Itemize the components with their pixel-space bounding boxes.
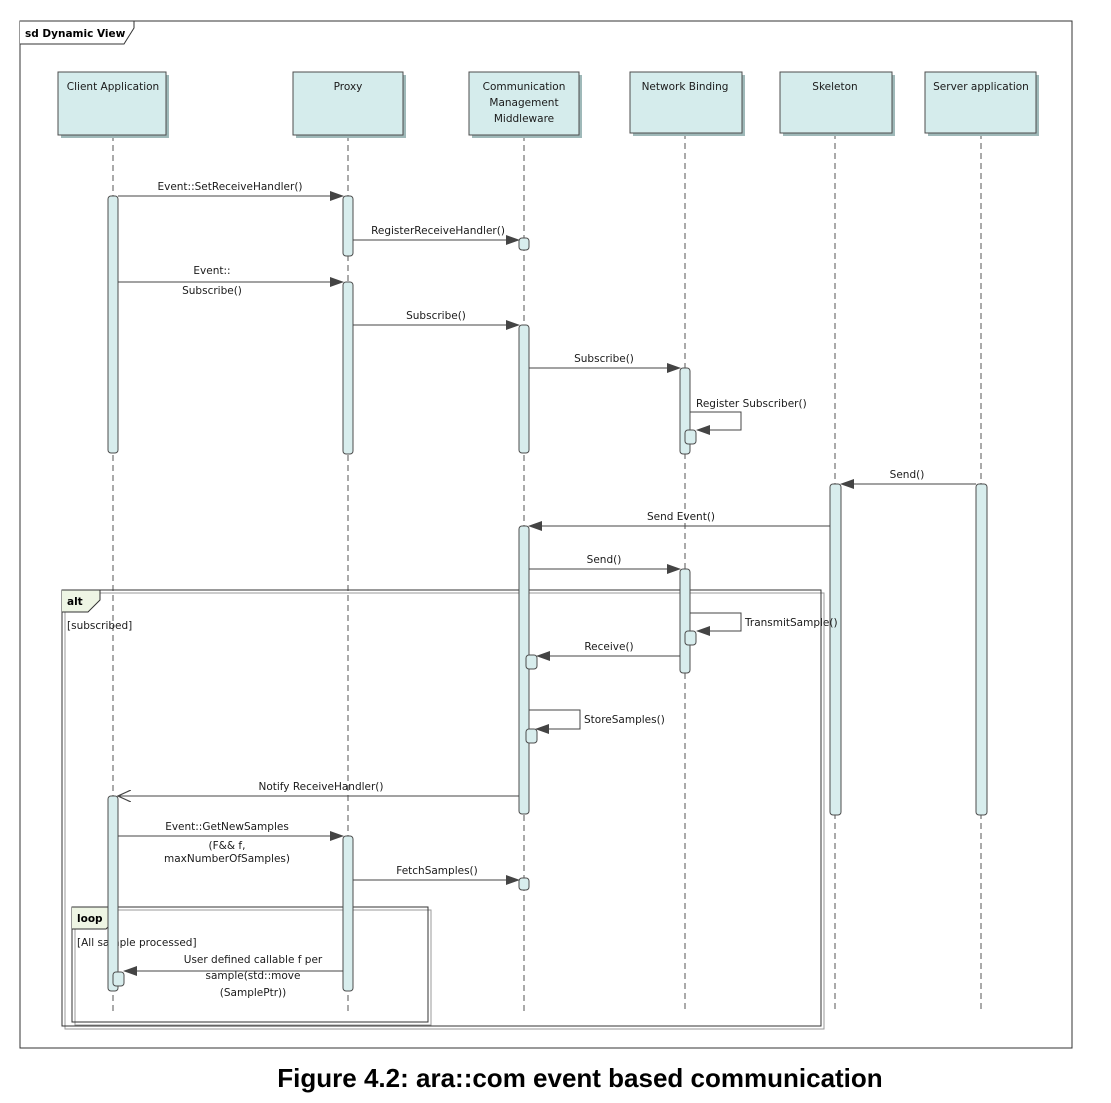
activation-bar bbox=[342, 195, 354, 257]
fragment-loop-shadow bbox=[74, 909, 432, 1026]
message-label: TransmitSample() bbox=[744, 617, 838, 629]
message-label: sample(std::move bbox=[206, 970, 301, 982]
diagram-frame-label: sd Dynamic View bbox=[25, 28, 126, 40]
lifeline-client-box bbox=[57, 71, 167, 136]
message-label: Notify ReceiveHandler() bbox=[258, 781, 383, 793]
activation-bar bbox=[684, 429, 697, 445]
fragment-alt-guard: [subscribed] bbox=[67, 620, 132, 632]
lifeline-server-box bbox=[924, 71, 1037, 134]
lifelines-layer: Client Application Proxy CommunicationMana… bbox=[57, 71, 1039, 1012]
fragments-layer: alt [subscribed] loop [All sample processed… bbox=[61, 589, 825, 1030]
lifeline-proxy-box bbox=[292, 71, 404, 136]
lifeline-skeleton-box bbox=[779, 71, 893, 134]
diagram-frame bbox=[19, 20, 1073, 1049]
fragment-loop-frame bbox=[71, 906, 429, 1023]
fragment-loop-keyword: loop bbox=[77, 913, 103, 925]
message-label: Subscribe() bbox=[574, 353, 634, 365]
message-label: FetchSamples() bbox=[396, 865, 478, 877]
fragment-loop-guard: [All sample processed] bbox=[77, 937, 197, 949]
lifeline-cm-label: Communication bbox=[483, 81, 566, 93]
message-label: (F&& f, bbox=[209, 840, 246, 852]
activation-bar bbox=[518, 525, 530, 815]
activation-bar bbox=[518, 324, 530, 454]
message-label: User defined callable f per bbox=[184, 954, 323, 966]
message-label: Receive() bbox=[584, 641, 633, 653]
activation-bar bbox=[975, 483, 988, 816]
activation-bar bbox=[679, 568, 691, 674]
fragment-alt-keyword: alt bbox=[67, 596, 83, 608]
diagram-frame-tab bbox=[20, 20, 135, 45]
message-label: (SamplePtr)) bbox=[220, 987, 286, 999]
fragment-alt-shadow bbox=[64, 592, 825, 1030]
activation-bar bbox=[518, 237, 530, 251]
lifeline-cm-label: Middleware bbox=[494, 113, 554, 125]
lifeline-proxy-label: Proxy bbox=[334, 81, 363, 93]
self-message-arrow bbox=[690, 612, 742, 636]
lifeline-skeleton-label: Skeleton bbox=[812, 81, 857, 93]
message-label: Register Subscriber() bbox=[696, 398, 807, 410]
message-label: Send() bbox=[890, 469, 925, 481]
activation-bar bbox=[107, 195, 119, 454]
activation-bar bbox=[525, 728, 538, 744]
message-label: Subscribe() bbox=[406, 310, 466, 322]
fragment-alt-tab bbox=[62, 589, 101, 613]
message-label: Event::GetNewSamples bbox=[165, 821, 289, 833]
lifeline-nb-label: Network Binding bbox=[642, 81, 729, 93]
lifeline-client-label: Client Application bbox=[67, 81, 159, 93]
activation-bar bbox=[684, 630, 697, 646]
message-label: Event::SetReceiveHandler() bbox=[157, 181, 302, 193]
lifeline-cm-label: Management bbox=[489, 97, 558, 109]
figure-caption: Figure 4.2: ara::com event based communi… bbox=[277, 1063, 882, 1093]
lifeline-nb-box bbox=[629, 71, 743, 134]
message-label: Send Event() bbox=[647, 511, 715, 523]
activation-bar bbox=[829, 483, 842, 816]
activation-bar bbox=[342, 281, 354, 455]
activation-bar bbox=[342, 835, 354, 992]
message-label: RegisterReceiveHandler() bbox=[371, 225, 505, 237]
message-label: Subscribe() bbox=[182, 285, 242, 297]
messages-layer: Event::SetReceiveHandler()RegisterReceiv… bbox=[118, 181, 976, 999]
self-message-arrow bbox=[690, 411, 742, 435]
activation-bar bbox=[525, 654, 538, 670]
activation-bar bbox=[518, 877, 530, 891]
message-label: Send() bbox=[587, 554, 622, 566]
self-message-arrow bbox=[529, 709, 581, 734]
lifeline-cm-box bbox=[468, 71, 580, 136]
activation-bar bbox=[112, 971, 125, 987]
lifeline-server-label: Server application bbox=[933, 81, 1029, 93]
activations-layer bbox=[107, 195, 988, 992]
message-label: Event:: bbox=[193, 265, 230, 277]
fragment-alt-frame bbox=[61, 589, 822, 1027]
activation-bar bbox=[107, 795, 119, 992]
message-label: maxNumberOfSamples) bbox=[164, 853, 290, 865]
message-label: StoreSamples() bbox=[584, 714, 665, 726]
